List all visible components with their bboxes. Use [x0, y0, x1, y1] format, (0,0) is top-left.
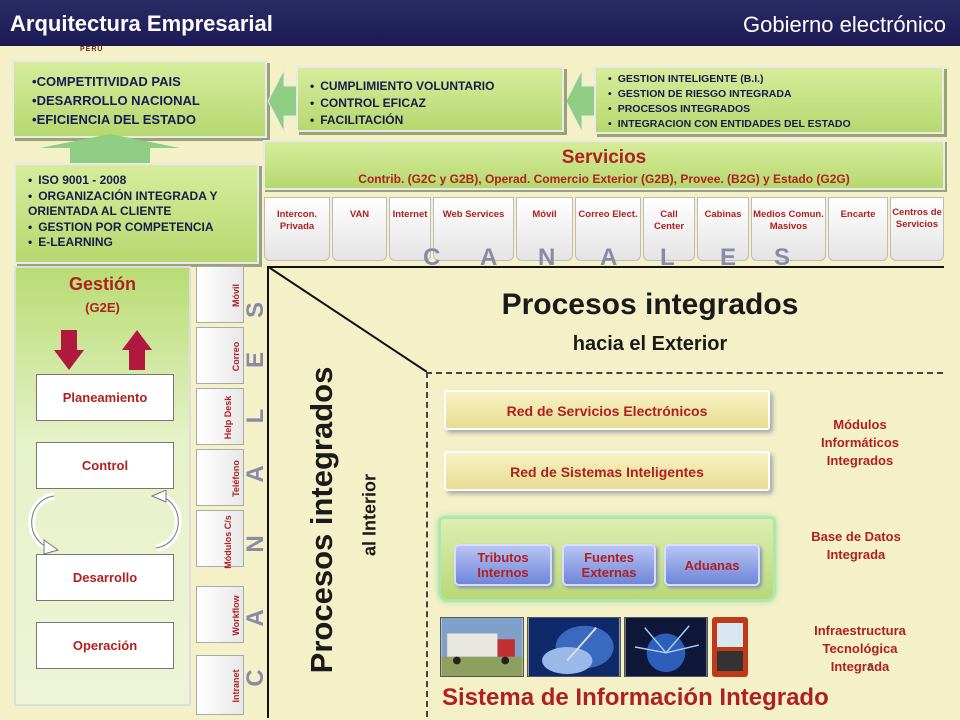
internal-letter: E [242, 352, 269, 369]
servicios-subtitle: Contrib. (G2C y G2B), Operad. Comercio E… [358, 172, 850, 186]
cycle-arrow-icon [28, 492, 60, 554]
internal-channel-tab: Intranet [196, 655, 244, 715]
internal-channel-tab: Correo [196, 327, 244, 384]
intelligence-item: INTEGRACION CON ENTIDADES DEL ESTADO [608, 117, 936, 132]
internal-channel-tab: Help Desk [196, 388, 244, 445]
satellite-dish-photo [527, 617, 621, 677]
channel-tab: Web Services [433, 197, 514, 261]
peru-logo-text: PERÚ [80, 46, 104, 53]
external-processes-title: Procesos integrados [501, 288, 799, 321]
compliance-item: CONTROL EFICAZ [310, 95, 556, 112]
channel-tab: Encarte [828, 197, 888, 261]
gestion-step: Desarrollo [36, 554, 174, 601]
internal-channel-tab: Teléfono [196, 449, 244, 506]
mobile-phone-photo [712, 617, 748, 677]
external-processes-subtitle: hacia el Exterior [572, 333, 728, 355]
standard-item: ORGANIZACIÓN INTEGRADA Y ORIENTADA AL CL… [28, 189, 251, 220]
gestion-step: Operación [36, 622, 174, 669]
compliance-item: FACILITACIÓN [310, 112, 556, 129]
modules-label: Módulos Informáticos Integrados [820, 417, 899, 468]
internal-processes-subtitle: al Interior [359, 473, 380, 557]
database-item: Fuentes Externas [562, 544, 656, 586]
compliance-box: CUMPLIMIENTO VOLUNTARIO CONTROL EFICAZ F… [296, 66, 564, 132]
left-arrow-icon [565, 69, 597, 133]
network-box: Red de Sistemas Inteligentes [444, 451, 770, 491]
compliance-item: CUMPLIMIENTO VOLUNTARIO [310, 78, 556, 95]
internal-letter: S [242, 302, 269, 319]
canales-letter: C [423, 244, 441, 271]
gestion-panel: Gestión (G2E) Planeamiento Control Desar… [14, 266, 191, 706]
canales-letter: L [660, 244, 675, 271]
canales-letter: S [774, 244, 791, 271]
channel-tab: Correo Elect. [575, 197, 641, 261]
integrated-system-region [426, 372, 943, 717]
intelligence-box: GESTION INTELIGENTE (B.I.) GESTION DE RI… [594, 66, 944, 134]
goals-box: •COMPETITIVIDAD PAIS •DESARROLLO NACIONA… [12, 60, 267, 138]
gestion-step: Planeamiento [36, 374, 174, 421]
canales-letter: E [720, 244, 737, 271]
canales-letter: A [600, 244, 618, 271]
internal-letter: A [242, 609, 269, 627]
internal-letter: C [242, 669, 269, 687]
cycle-arrow-icon [150, 490, 182, 552]
left-arrow-icon [267, 69, 299, 133]
standards-box: ISO 9001 - 2008 ORGANIZACIÓN INTEGRADA Y… [14, 163, 259, 264]
network-box: Red de Servicios Electrónicos [444, 390, 770, 430]
internal-channel-tab: Móvil [196, 266, 244, 323]
standard-item: ISO 9001 - 2008 [28, 173, 251, 189]
channel-tab: Intercon. Privada [264, 197, 330, 261]
network-globe-photo [624, 617, 708, 677]
intelligence-item: GESTION INTELIGENTE (B.I.) [608, 72, 936, 87]
page-number: 5 [868, 662, 874, 673]
truck-photo [440, 617, 524, 677]
internal-channel-tab: Workflow [196, 586, 244, 643]
internal-processes-title: Procesos integrados [304, 366, 339, 674]
slide-title: Arquitectura Empresarial [10, 11, 273, 36]
title-bar [0, 0, 960, 46]
channel-tab: Centros de Servicios [890, 197, 944, 261]
channel-tab: Cabinas [697, 197, 749, 261]
channel-tab: Medios Comun. Masivos [751, 197, 826, 261]
channel-tab: Call Center [643, 197, 695, 261]
goal-item: •DESARROLLO NACIONAL [32, 93, 200, 108]
internal-channel-tab: Módulos C/s [196, 510, 244, 569]
up-arrow-icon [40, 134, 180, 164]
infrastructure-label: Infraestructura Tecnológica Integrada [814, 623, 906, 674]
gestion-subtitle: (G2E) [85, 300, 120, 315]
gestion-title: Gestión [68, 274, 136, 294]
database-label: Base de Datos Integrada [811, 529, 901, 562]
servicios-box: Servicios Contrib. (G2C y G2B), Operad. … [263, 140, 945, 190]
goal-item: •COMPETITIVIDAD PAIS [32, 74, 181, 89]
database-item: Aduanas [664, 544, 760, 586]
channel-tab: Móvil [516, 197, 573, 261]
database-item: Tributos Internos [454, 544, 552, 586]
channel-tab: Internet [389, 197, 431, 261]
slide-section-title: Gobierno electrónico [742, 12, 946, 37]
intelligence-item: GESTION DE RIESGO INTEGRADA [608, 87, 936, 102]
gestion-step: Control [36, 442, 174, 489]
standard-item: E-LEARNING [28, 235, 251, 251]
goal-item: •EFICIENCIA DEL ESTADO [32, 112, 196, 127]
up-arrow-icon [122, 330, 152, 370]
servicios-title: Servicios [561, 147, 647, 168]
channel-tab: VAN [332, 197, 387, 261]
integrated-system-title: Sistema de Información Integrado [442, 684, 829, 711]
internal-letter: N [242, 535, 269, 553]
canales-letter: A [480, 244, 498, 271]
standard-item: GESTION POR COMPETENCIA [28, 220, 251, 236]
down-arrow-icon [54, 330, 84, 370]
internal-letter: L [242, 408, 269, 424]
internal-letter: A [242, 465, 269, 483]
canales-letter: N [538, 244, 556, 271]
intelligence-item: PROCESOS INTEGRADOS [608, 102, 936, 117]
